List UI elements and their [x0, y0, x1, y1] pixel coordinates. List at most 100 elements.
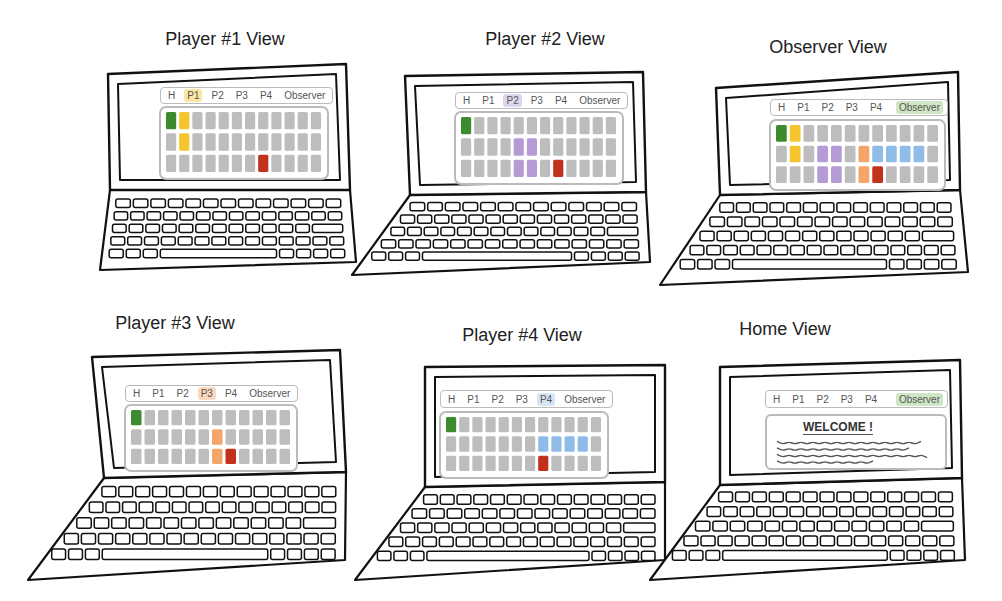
- seat-cell: [206, 112, 216, 129]
- key: [937, 203, 951, 212]
- key: [607, 523, 621, 532]
- seat-cell: [158, 429, 169, 444]
- key: [803, 492, 817, 502]
- seat-cell: [258, 133, 268, 150]
- key: [64, 533, 78, 543]
- key: [203, 199, 218, 207]
- key: [180, 212, 193, 220]
- key: [463, 203, 478, 211]
- key: [696, 521, 710, 531]
- key: [94, 518, 108, 528]
- key: [473, 537, 487, 546]
- key: [452, 523, 466, 532]
- key: [782, 521, 796, 531]
- key: [206, 502, 220, 512]
- key: [939, 507, 953, 517]
- seat-cell: [540, 117, 550, 134]
- seat-cell: [446, 417, 456, 432]
- key: [720, 203, 734, 212]
- seat-grid: [160, 107, 328, 179]
- key: [605, 509, 620, 518]
- seat-cell: [266, 449, 277, 464]
- key: [791, 245, 805, 254]
- nav-tab: P4: [552, 94, 570, 107]
- key: [322, 486, 336, 496]
- key: [854, 203, 868, 212]
- seat-cell: [565, 436, 575, 451]
- key: [394, 551, 408, 560]
- key: [507, 495, 521, 504]
- seat-cell: [192, 155, 202, 172]
- key: [486, 523, 500, 532]
- key: [490, 537, 504, 546]
- seat-cell: [258, 112, 268, 129]
- key: [291, 199, 306, 207]
- key: [256, 199, 271, 207]
- screen-bezel: [92, 350, 346, 478]
- key: [820, 203, 834, 212]
- seat-cell: [578, 417, 588, 432]
- key: [684, 536, 698, 546]
- seat-cell: [179, 133, 189, 150]
- key: [503, 240, 517, 248]
- key: [589, 215, 603, 223]
- key: [146, 224, 160, 232]
- key: [372, 252, 386, 260]
- key: [129, 518, 143, 528]
- seat-cell: [185, 429, 196, 444]
- key: [762, 217, 777, 226]
- key: [116, 533, 130, 543]
- seat-cell: [512, 456, 522, 471]
- view-title: Player #3 View: [115, 311, 235, 335]
- key: [178, 237, 192, 245]
- seat-cell: [591, 436, 601, 451]
- key: [312, 212, 325, 220]
- key: [541, 227, 555, 235]
- nav-tab: P3: [843, 101, 861, 114]
- key: [524, 227, 538, 235]
- seat-cell: [226, 449, 237, 464]
- seat-cell: [551, 417, 561, 432]
- key: [186, 486, 200, 496]
- key: [852, 521, 866, 531]
- seat-cell: [606, 160, 616, 177]
- key: [591, 252, 605, 260]
- key: [269, 518, 283, 528]
- laptop-view: Home ViewHP1P2P3P4ObserverWELCOME !: [642, 317, 973, 586]
- key: [752, 492, 766, 502]
- key: [889, 536, 903, 546]
- laptop-drawing: [347, 323, 673, 586]
- key: [520, 215, 534, 223]
- key: [305, 502, 319, 512]
- seat-cell: [219, 112, 229, 129]
- seat-cell: [311, 112, 321, 129]
- key: [891, 245, 905, 254]
- nav-tab: P1: [789, 393, 807, 406]
- key: [114, 212, 127, 220]
- key: [465, 509, 480, 518]
- key: [907, 551, 921, 561]
- seat-cell: [446, 456, 456, 471]
- key: [698, 260, 712, 269]
- key: [607, 240, 621, 248]
- seat-cell: [172, 449, 183, 464]
- key: [922, 521, 954, 531]
- key: [309, 199, 324, 207]
- key: [557, 537, 571, 546]
- key: [905, 492, 919, 502]
- key: [537, 215, 551, 223]
- tab-bar: HP1P2P3P4Observer: [160, 87, 333, 104]
- key: [574, 227, 588, 235]
- key: [441, 227, 455, 235]
- key: [588, 509, 603, 518]
- key: [280, 249, 294, 257]
- seat-cell: [512, 417, 522, 432]
- key: [707, 507, 721, 517]
- key: [410, 203, 425, 211]
- key: [399, 240, 413, 248]
- welcome-heading: WELCOME !: [803, 420, 873, 435]
- seat-cell: [914, 125, 925, 142]
- seat-cell: [817, 146, 828, 163]
- key: [435, 523, 449, 532]
